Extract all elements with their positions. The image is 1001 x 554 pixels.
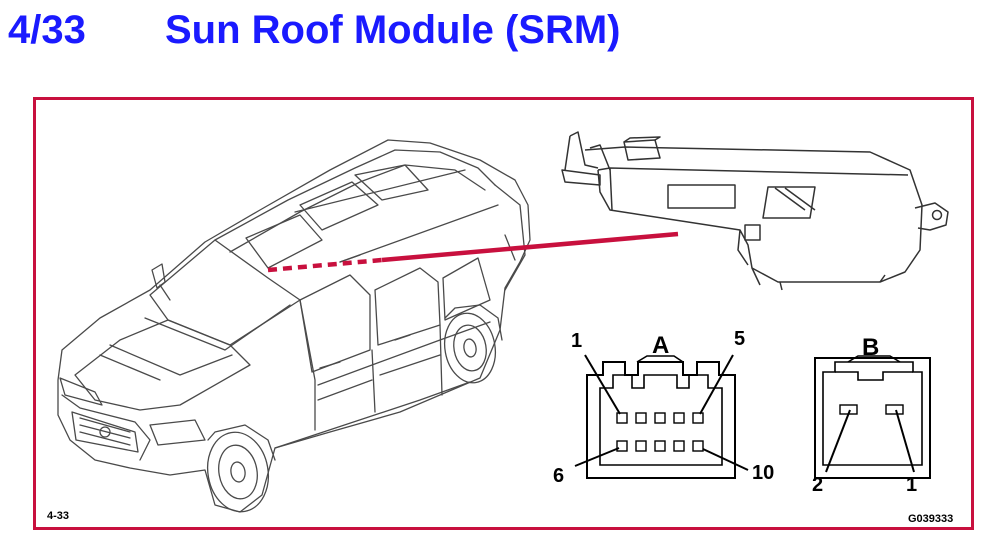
connector-b-label: B	[862, 334, 880, 361]
module-location-pointer	[267, 231, 679, 273]
connector-a-pins	[616, 412, 704, 452]
connector-a-pin-10-label: 10	[752, 462, 775, 484]
connector-a-diagram	[586, 355, 736, 479]
connector-a-label: A	[652, 332, 670, 359]
car-illustration	[57, 139, 531, 513]
connector-b-leaders	[825, 409, 915, 473]
connector-b-pin-1-label: 1	[906, 474, 918, 496]
connector-a-pin-1-label: 1	[571, 330, 583, 352]
connector-b-pin-2-label: 2	[812, 474, 824, 496]
sunroof-module-unit	[561, 131, 949, 291]
connector-a-pin-6-label: 6	[553, 465, 565, 487]
connector-a-leaders	[574, 354, 749, 471]
connector-b-diagram	[814, 355, 931, 479]
connector-a-pin-5-label: 5	[734, 328, 746, 350]
page-title: Sun Roof Module (SRM)	[165, 8, 621, 52]
page-number: 4/33	[8, 8, 86, 52]
figure-reference: 4-33	[47, 510, 70, 522]
part-code: G039333	[908, 513, 954, 525]
diagram-frame	[33, 97, 974, 530]
